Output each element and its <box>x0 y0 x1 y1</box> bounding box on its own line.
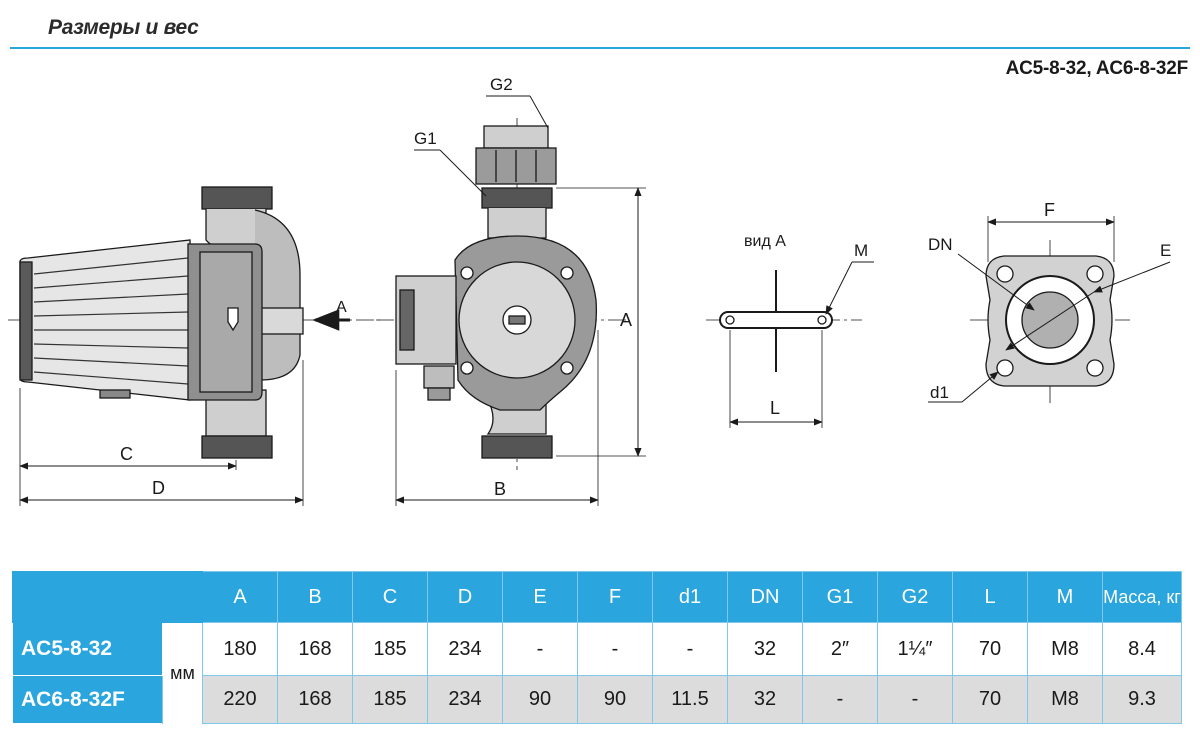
table-row: AC5-8-32 мм 180 168 185 234 - - - 32 2″ … <box>12 622 1182 724</box>
label-arrow-a: A <box>336 299 347 316</box>
col-header: G2 <box>877 571 953 623</box>
col-header: d1 <box>652 571 728 623</box>
view-a <box>706 261 874 428</box>
side-view <box>8 186 380 506</box>
table-cell: - <box>877 675 953 724</box>
page-title: Размеры и вес <box>48 16 199 39</box>
col-header: F <box>577 571 653 623</box>
col-header: G1 <box>802 571 878 623</box>
front-view-labels: G1 G2 A B <box>414 75 632 499</box>
table-cell: 70 <box>952 675 1028 724</box>
row-model-name: AC5-8-32 <box>12 622 163 676</box>
technical-drawing: A C D <box>8 75 1171 506</box>
col-header: L <box>952 571 1028 623</box>
label-g1: G1 <box>414 129 437 148</box>
col-header: DN <box>727 571 803 623</box>
label-e: E <box>1160 241 1171 260</box>
flange-view <box>928 216 1171 404</box>
col-header: M <box>1027 571 1103 623</box>
table-cell: 234 <box>427 622 503 676</box>
table-cell: 234 <box>427 675 503 724</box>
label-dim-b: B <box>494 479 506 499</box>
table-cell: 9.3 <box>1102 675 1182 724</box>
table-cell: M8 <box>1027 622 1103 676</box>
side-view-labels: A C D <box>120 299 347 498</box>
col-header: C <box>352 571 428 623</box>
title-bar: Размеры и вес <box>0 0 1200 52</box>
table-cell: 185 <box>352 675 428 724</box>
table-cell: 8.4 <box>1102 622 1182 676</box>
table-cell: 32 <box>727 622 803 676</box>
table-corner <box>12 571 203 623</box>
table-cell: 90 <box>502 675 578 724</box>
table-cell: 168 <box>277 675 353 724</box>
table-cell: 168 <box>277 622 353 676</box>
label-view-a: вид А <box>744 233 786 250</box>
col-header: E <box>502 571 578 623</box>
col-header: D <box>427 571 503 623</box>
row-model-name: AC6-8-32F <box>12 675 163 724</box>
unit-label: мм <box>162 622 203 724</box>
spec-table: A B C D E F d1 DN G1 G2 L M Масса, кг AC… <box>12 571 1182 724</box>
label-dim-a: A <box>620 310 632 330</box>
flange-view-labels: F DN E d1 <box>928 200 1171 402</box>
label-d1: d1 <box>930 383 949 402</box>
view-a-labels: вид А M L <box>744 233 868 418</box>
model-title: AC5-8-32, AC6-8-32F <box>1005 58 1189 79</box>
label-m: M <box>854 241 868 260</box>
col-header: B <box>277 571 353 623</box>
table-cell: 11.5 <box>652 675 728 724</box>
table-cell: 90 <box>577 675 653 724</box>
label-dim-c: C <box>120 444 133 464</box>
table-header-row: A B C D E F d1 DN G1 G2 L M Масса, кг <box>12 571 1182 623</box>
table-cell: 180 <box>202 622 278 676</box>
table-cell: - <box>802 675 878 724</box>
table-cell: 70 <box>952 622 1028 676</box>
label-f: F <box>1044 200 1055 220</box>
table-cell: - <box>652 622 728 676</box>
label-dim-d: D <box>152 478 165 498</box>
table-cell: 32 <box>727 675 803 724</box>
table-row: AC6-8-32F 220 168 185 234 90 90 11.5 32 … <box>12 675 1182 724</box>
label-dn: DN <box>928 235 953 254</box>
label-l: L <box>770 398 780 418</box>
col-header-mass: Масса, кг <box>1102 571 1182 623</box>
col-header: A <box>202 571 278 623</box>
front-view <box>376 95 646 506</box>
table-cell: 185 <box>352 622 428 676</box>
table-cell: 1¼″ <box>877 622 953 676</box>
title-rule <box>10 47 1190 49</box>
table-cell: M8 <box>1027 675 1103 724</box>
label-g2: G2 <box>490 75 513 94</box>
table-cell: - <box>577 622 653 676</box>
table-cell: - <box>502 622 578 676</box>
table-cell: 2″ <box>802 622 878 676</box>
table-cell: 220 <box>202 675 278 724</box>
